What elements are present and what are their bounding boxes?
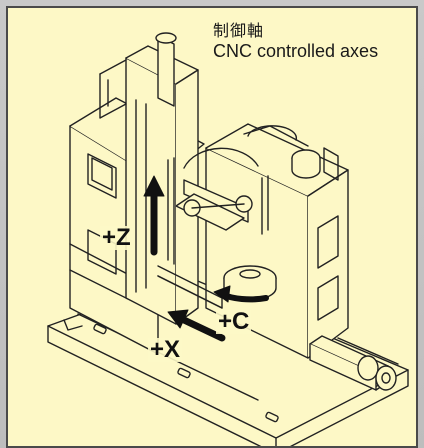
- diagram-panel: 制御軸 CNC controlled axes: [6, 6, 418, 448]
- axis-label-z: +Z: [100, 224, 133, 251]
- work-table: [157, 265, 277, 309]
- diagram-title: 制御軸 CNC controlled axes: [213, 21, 416, 62]
- x-arrow-head: [167, 309, 189, 329]
- axis-label-c: +C: [216, 308, 252, 335]
- side-shaft: [309, 335, 399, 391]
- base-slot-2: [177, 367, 191, 379]
- c-arrow-head: [213, 285, 231, 303]
- title-japanese: 制御軸: [213, 21, 265, 40]
- cutter-head: [167, 147, 269, 265]
- base-slot-3: [265, 411, 279, 423]
- x-arrow-shaft: [180, 316, 226, 342]
- z-arrow-head: [143, 175, 165, 197]
- machine-illustration: [47, 32, 409, 446]
- base-slot-1: [93, 323, 107, 335]
- axis-label-x: +X: [148, 336, 183, 363]
- axis-arrows: [143, 175, 269, 342]
- title-english: CNC controlled axes: [213, 41, 379, 61]
